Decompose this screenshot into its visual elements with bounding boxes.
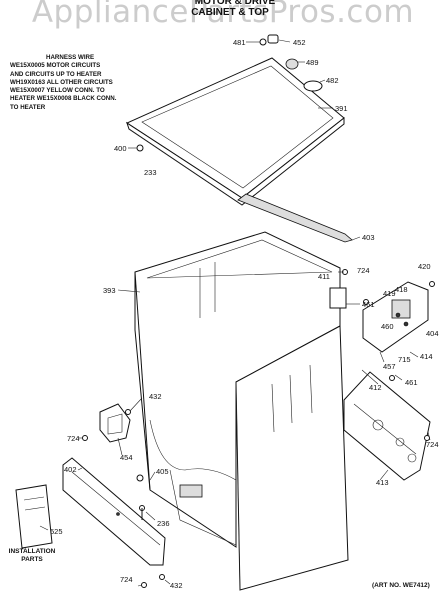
installation-note-line: INSTALLATION <box>8 548 56 555</box>
part-label-461-lower: 461 <box>405 378 418 387</box>
legend-title: HARNESS WIRE <box>46 54 95 61</box>
part-label-402: 402 <box>64 465 77 474</box>
part-label-405: 405 <box>156 467 169 476</box>
part-label-724-top: 724 <box>357 266 370 275</box>
diagram-title-line2: CABINET & TOP <box>191 7 269 18</box>
legend-line: AND CIRCUITS UP TO HEATER <box>10 70 102 78</box>
part-label-233: 233 <box>144 168 157 177</box>
part-label-454: 454 <box>120 453 133 462</box>
part-label-412: 412 <box>369 383 382 392</box>
cabinet <box>134 231 349 591</box>
installation-note-line: PARTS <box>21 556 43 563</box>
harness-wire-legend: HARNESS WIRE WE15X0005 MOTOR CIRCUITS AN… <box>10 54 130 112</box>
screws <box>82 269 435 588</box>
rear-rail-403 <box>237 193 353 243</box>
legend-line: WH19X0163 ALL OTHER CIRCUITS <box>10 78 113 86</box>
legend-line: WE15X0007 YELLOW CONN. TO <box>10 87 105 95</box>
part-label-432-mid: 432 <box>149 392 162 401</box>
watermark-text: AppliancePartsPros.com <box>31 0 415 30</box>
front-panel <box>62 457 166 566</box>
part-label-413: 413 <box>376 478 389 487</box>
part-label-419: 419 <box>383 289 396 298</box>
part-label-460: 460 <box>381 322 394 331</box>
part-label-481: 481 <box>233 38 246 47</box>
top-hardware <box>136 34 323 152</box>
part-label-393: 393 <box>103 286 116 295</box>
part-label-715: 715 <box>398 355 411 364</box>
part-label-403: 403 <box>362 233 375 242</box>
top-panel <box>125 57 345 206</box>
part-label-452: 452 <box>293 38 306 47</box>
art-number: (ART NO. WE7412) <box>372 582 430 589</box>
legend-line: TO HEATER <box>10 103 46 111</box>
part-label-724-right: 724 <box>426 440 439 449</box>
installation-card <box>15 484 53 549</box>
part-label-404: 404 <box>426 329 439 338</box>
part-label-525: 525 <box>50 527 63 536</box>
part-label-418: 418 <box>395 285 408 294</box>
part-label-400: 400 <box>114 144 127 153</box>
installation-parts-note: INSTALLATION PARTS <box>6 548 58 564</box>
legend-line: WE15X0005 MOTOR CIRCUITS <box>10 62 101 70</box>
part-label-236: 236 <box>157 519 170 528</box>
part-label-461-upper: 461 <box>362 300 375 309</box>
part-label-391: 391 <box>335 104 348 113</box>
duct-454 <box>99 403 131 443</box>
part-label-724-left: 724 <box>67 434 80 443</box>
part-label-420: 420 <box>418 262 431 271</box>
part-label-724-bottom: 724 <box>120 575 133 584</box>
part-label-482: 482 <box>326 76 339 85</box>
part-label-411: 411 <box>318 272 330 281</box>
part-label-489: 489 <box>306 58 319 67</box>
diagram-title-line1: MOTOR & DRIVE <box>194 0 276 7</box>
part-label-432-bottom: 432 <box>170 581 183 590</box>
part-label-457: 457 <box>383 362 396 371</box>
terminal-block <box>329 281 429 353</box>
legend-line: HEATER WE15X0008 BLACK CONN. <box>10 95 117 103</box>
rear-bracket <box>343 371 431 481</box>
leader-lines <box>39 39 431 587</box>
part-label-414: 414 <box>420 352 433 361</box>
